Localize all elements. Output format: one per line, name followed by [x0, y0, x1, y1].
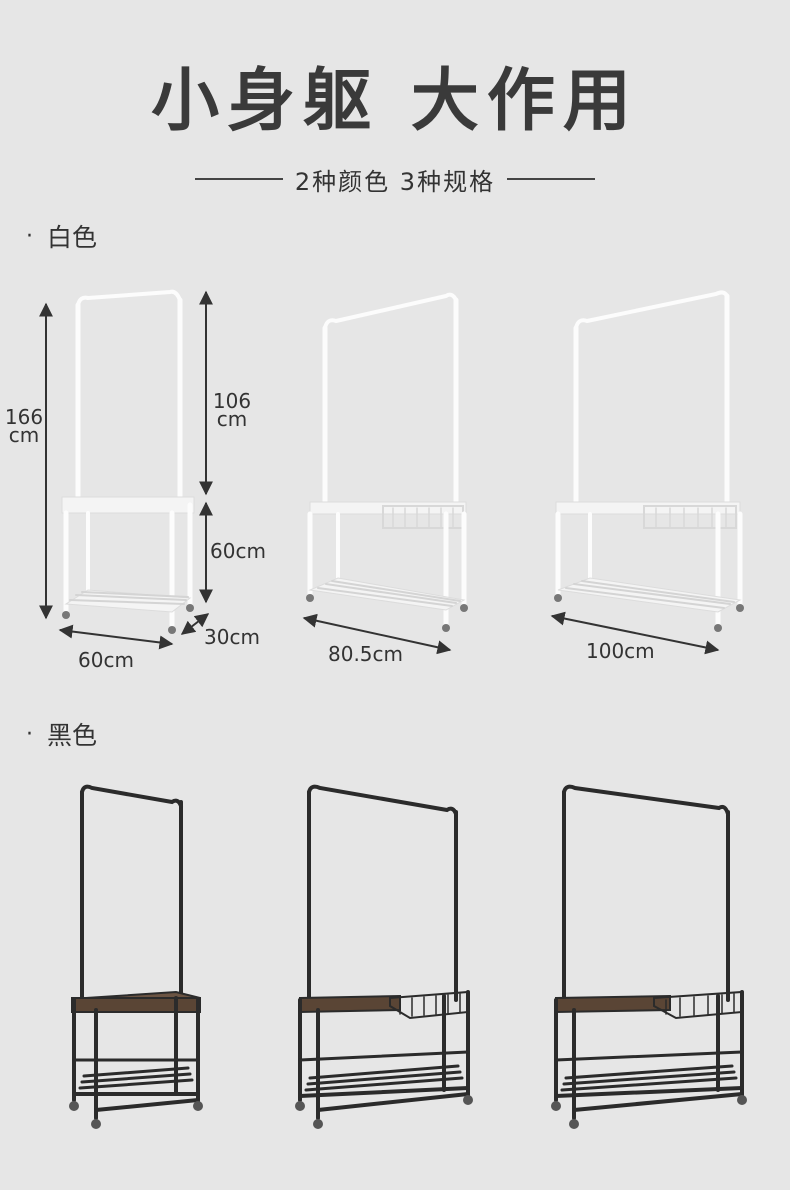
dimension-arrows-small: [39, 290, 213, 650]
dimension-arrow-large: [550, 611, 720, 655]
divider-right: [507, 178, 596, 180]
divider-left: [194, 178, 283, 180]
white-rack-small: [61, 289, 195, 628]
caster-wheel-icon: [69, 1101, 203, 1129]
black-rack-small: [71, 784, 201, 1120]
width-small-label: 60cm: [78, 648, 134, 672]
bullet-icon: ·: [26, 223, 33, 249]
section-black-label: · 黑色: [26, 721, 98, 750]
bullet-icon: ·: [26, 721, 33, 747]
width-large-label: 100cm: [586, 639, 655, 663]
subtitle: 2种颜色 3种规格: [294, 167, 496, 196]
dimension-arrow-medium: [302, 613, 452, 655]
section-white-label: · 白色: [26, 223, 98, 252]
caster-wheel-icon: [295, 1095, 473, 1129]
white-rack-large: [555, 290, 743, 627]
black-rack-medium: [298, 784, 470, 1120]
height-lower-label: 60cm: [210, 539, 266, 563]
white-rack-medium: [307, 292, 467, 627]
page-title: 小身躯 大作用: [151, 62, 639, 141]
width-medium-label: 80.5cm: [328, 642, 404, 666]
height-upper-label: 106 cm: [212, 389, 252, 431]
subtitle-row: 2种颜色 3种规格: [0, 162, 790, 196]
depth-label: 30cm: [204, 625, 260, 649]
caster-wheel-icon: [551, 1095, 747, 1129]
black-rack-large: [554, 784, 744, 1120]
height-total-label: 166 cm: [4, 405, 44, 447]
